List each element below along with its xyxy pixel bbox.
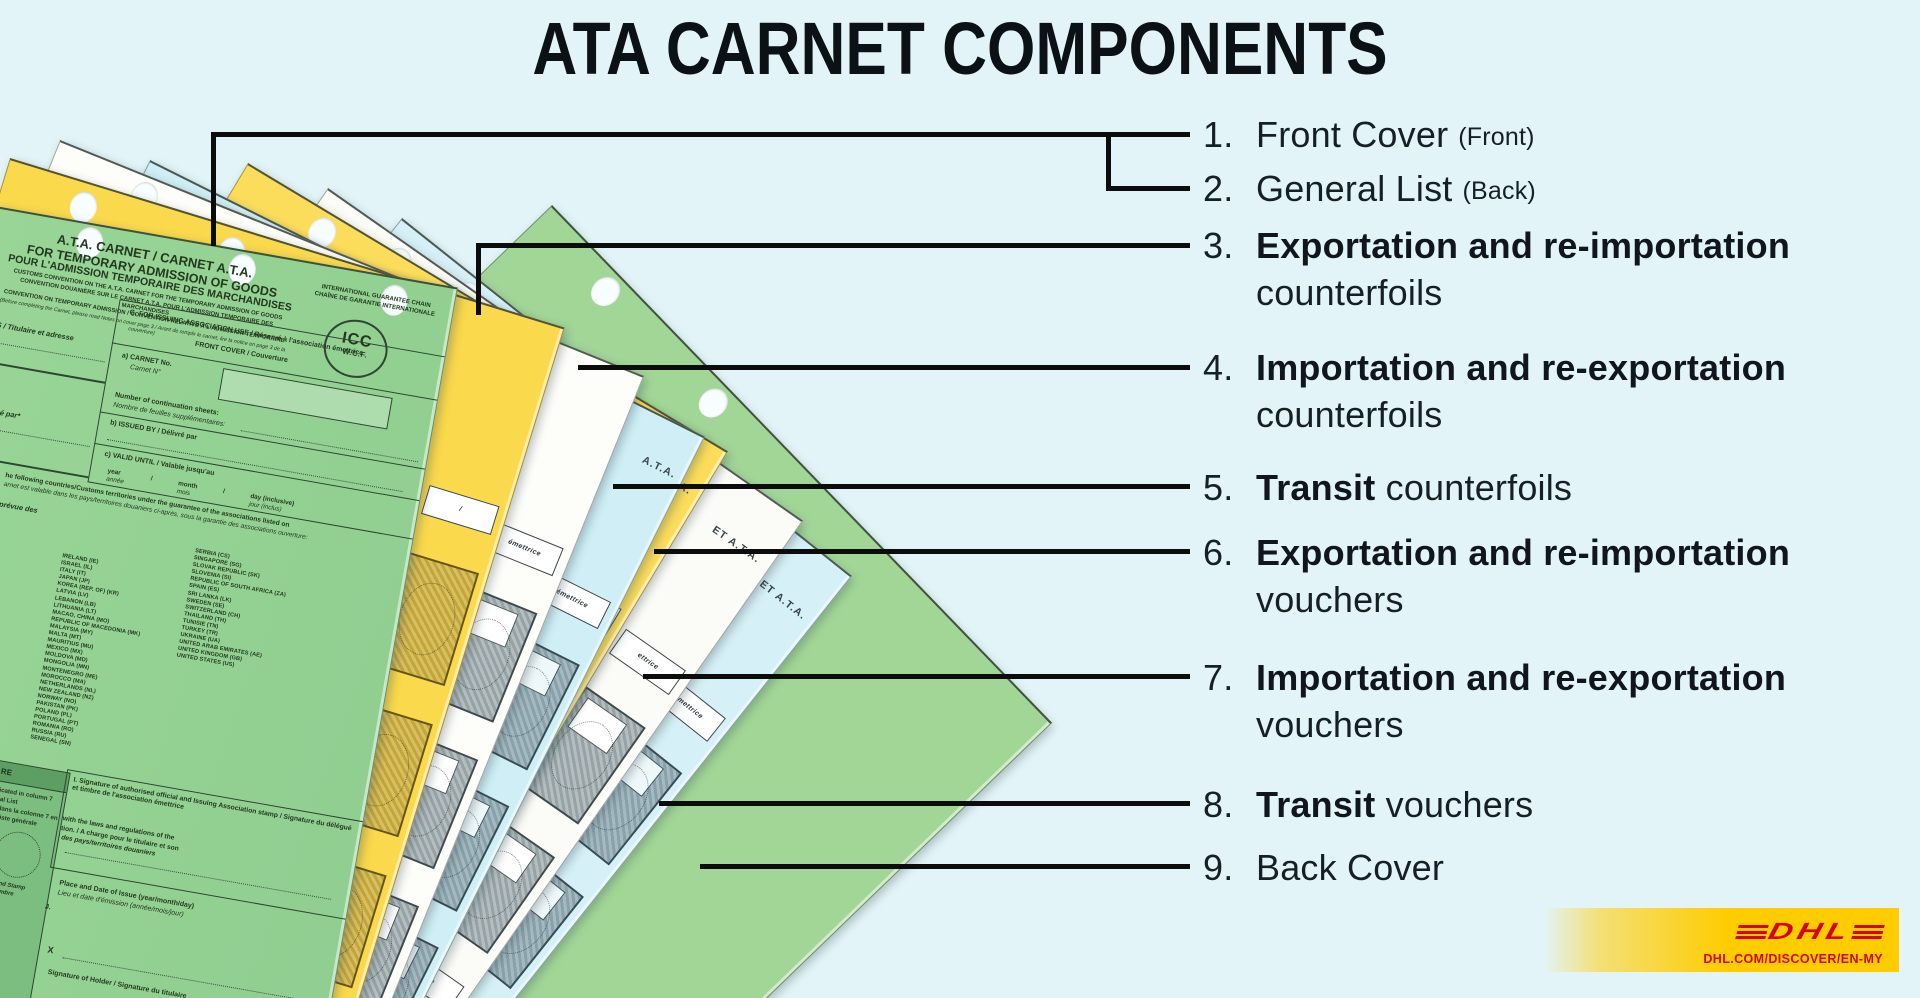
legend-item-importation-vouchers: 7.Importation and re-exportation voucher… — [1203, 654, 1786, 748]
represented-label: représenté par* — [0, 402, 21, 421]
legend-item-transit-vouchers: 8.Transit vouchers — [1203, 781, 1533, 828]
leader-bracket-1-2 — [1106, 132, 1111, 191]
carnet-fragment-label: ET A.T.A. — [709, 523, 763, 566]
leader-elbow-3 — [476, 243, 481, 315]
leader-line-1 — [213, 132, 1190, 137]
legend-item-exportation-vouchers: 6.Exportation and re-importation voucher… — [1203, 529, 1790, 623]
dhl-speed-lines-right — [1851, 924, 1885, 939]
item-number: 9. — [1203, 847, 1234, 888]
leader-line-4 — [578, 365, 1190, 370]
stamp-circle — [0, 828, 45, 882]
item-note: (Front) — [1458, 123, 1535, 151]
punch-hole — [585, 271, 627, 312]
item-number: 2. — [1203, 168, 1234, 209]
item-number: 6. — [1203, 532, 1234, 573]
dhl-speed-lines-left — [1735, 924, 1770, 939]
legend-item-exportation-counterfoils: 3.Exportation and re-importation counter… — [1203, 222, 1790, 316]
leader-line-8 — [659, 801, 1190, 806]
carnet-fragment-label: A.T.A. — [640, 453, 679, 481]
form-rule — [0, 357, 106, 384]
emettrice-tab: ettrice — [608, 628, 686, 696]
dhl-banner: DHL DHL.COM/DISCOVER/EN-MY — [1543, 908, 1899, 972]
holder-signature-label: Signature of Holder / Signature du titul… — [47, 968, 188, 998]
item-number: 7. — [1203, 657, 1234, 698]
legend-item-back-cover: 9.Back Cover — [1203, 844, 1444, 891]
country-list-col1: IRELAND (IE) ISRAEL (IL) ITALY (IT) JAPA… — [29, 553, 141, 748]
dhl-wordmark: DHL — [1765, 918, 1855, 944]
country-list-col2: SERBIA (CS) SINGAPORE (SG) SLOVAK REPUBL… — [176, 548, 287, 669]
j-label: J. — [44, 903, 52, 912]
legend-item-importation-counterfoils: 4.Importation and re-exportation counter… — [1203, 344, 1786, 438]
legend-item-transit-counterfoils: 5.Transit counterfoils — [1203, 464, 1572, 511]
item-number: 4. — [1203, 347, 1234, 388]
leader-line-2 — [1106, 186, 1190, 191]
dotted-rule — [0, 423, 90, 448]
item-number: 3. — [1203, 225, 1234, 266]
item-number: 5. — [1203, 467, 1234, 508]
x-mark: X — [46, 944, 55, 956]
legend-item-general-list: 2.General List(Back) — [1203, 165, 1536, 217]
item-number: 1. — [1203, 114, 1234, 155]
page-title: ATA CARNET COMPONENTS — [532, 7, 1388, 90]
leader-line-3 — [478, 243, 1190, 248]
dhl-logo: DHL — [1734, 917, 1887, 947]
guarantee-chain-label: INTERNATIONAL GUARANTEE CHAIN CHAÎNE DE … — [297, 279, 453, 322]
slash-tab: / — [420, 485, 500, 536]
leader-line-6 — [654, 549, 1190, 554]
leader-line-9 — [700, 864, 1190, 869]
item-number: 8. — [1203, 784, 1234, 825]
leader-line-5 — [613, 484, 1190, 489]
item-note: (Back) — [1462, 177, 1536, 205]
legend-item-front-cover: 1.Front Cover(Front) — [1203, 111, 1535, 163]
dotted-rule — [0, 338, 105, 363]
carnet-fragment-label: ET A.T.A. — [757, 578, 809, 623]
leader-line-7 — [643, 674, 1190, 679]
punch-hole — [692, 382, 734, 424]
dhl-url: DHL.COM/DISCOVER/EN-MY — [1703, 951, 1883, 966]
leader-elbow-1 — [211, 132, 216, 246]
